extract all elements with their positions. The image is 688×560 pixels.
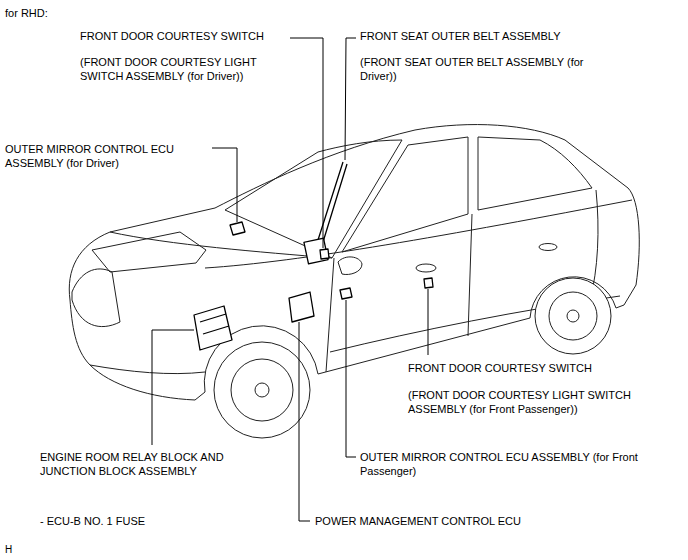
figure-code: H bbox=[5, 543, 12, 556]
leader-line bbox=[152, 330, 194, 445]
part-name-detail: (FRONT DOOR COURTESY LIGHT SWITCH ASSEMB… bbox=[80, 55, 290, 84]
rear-hub bbox=[567, 310, 579, 322]
part-name-detail: - ECU-B NO. 1 FUSE bbox=[40, 514, 145, 528]
door-handle bbox=[416, 264, 436, 272]
rear-rim bbox=[549, 292, 597, 340]
side-crease bbox=[205, 200, 632, 268]
relay-block-detail bbox=[200, 314, 229, 334]
part-name-detail: (FRONT DOOR COURTESY LIGHT SWITCH ASSEMB… bbox=[408, 388, 676, 417]
part-name: POWER MANAGEMENT CONTROL ECU bbox=[315, 514, 521, 528]
door-courtesy-switch-passenger bbox=[424, 278, 433, 288]
leader-line bbox=[290, 38, 323, 248]
hood-line bbox=[110, 232, 332, 258]
door-courtesy-switch-driver bbox=[320, 249, 329, 259]
part-name: FRONT DOOR COURTESY SWITCH bbox=[80, 29, 295, 43]
leader-line bbox=[345, 38, 356, 160]
part-name: ENGINE ROOM RELAY BLOCK AND JUNCTION BLO… bbox=[40, 450, 255, 479]
outer-mirror bbox=[338, 257, 362, 275]
leader-line bbox=[299, 322, 310, 521]
car-body bbox=[69, 125, 639, 400]
front-bumper bbox=[90, 365, 205, 374]
front-tire bbox=[214, 342, 310, 438]
grille bbox=[72, 269, 120, 327]
seat-belt-retractor bbox=[304, 238, 328, 264]
part-name: OUTER MIRROR CONTROL ECU ASSEMBLY (for D… bbox=[5, 142, 205, 171]
leader-line bbox=[212, 148, 237, 222]
part-name: FRONT SEAT OUTER BELT ASSEMBLY bbox=[360, 29, 620, 43]
leader-line bbox=[428, 289, 429, 355]
door-line bbox=[468, 214, 472, 336]
leader-line bbox=[346, 300, 356, 457]
door-line bbox=[326, 258, 334, 372]
rear-side-window bbox=[478, 137, 592, 210]
mirror-ecu-passenger bbox=[340, 288, 352, 299]
front-side-window bbox=[342, 137, 468, 252]
seat-belt-strap bbox=[318, 162, 347, 242]
mirror-ecu-driver bbox=[230, 222, 245, 235]
part-name: OUTER MIRROR CONTROL ECU ASSEMBLY (for F… bbox=[360, 450, 660, 479]
front-rim bbox=[231, 359, 293, 421]
front-hub bbox=[255, 383, 269, 397]
power-management-ecu bbox=[289, 292, 314, 322]
door-handle bbox=[539, 244, 557, 251]
part-name: FRONT DOOR COURTESY SWITCH bbox=[408, 361, 673, 375]
part-name-detail: (FRONT SEAT OUTER BELT ASSEMBLY (for Dri… bbox=[360, 55, 600, 84]
headlight bbox=[92, 232, 206, 272]
page-title: for RHD: bbox=[5, 6, 48, 20]
relay-block bbox=[194, 306, 232, 350]
rear-tire bbox=[535, 278, 611, 354]
